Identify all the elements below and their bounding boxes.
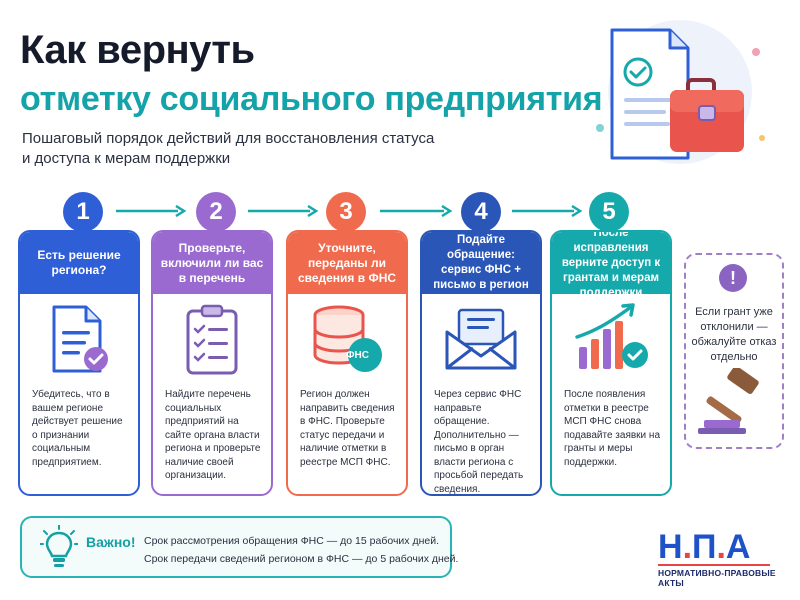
document-check-icon	[52, 305, 108, 373]
briefcase-icon	[670, 78, 744, 152]
step-number-4: 4	[461, 192, 501, 232]
step-card-4: Подайте обращение: сервис ФНС + письмо в…	[420, 230, 542, 496]
logo-letter: А	[725, 528, 751, 566]
step-card-title: Есть решение региона?	[20, 232, 138, 294]
step-card-text: Регион должен направить сведения в ФНС. …	[300, 389, 395, 468]
step-card-title: Подайте обращение: сервис ФНС + письмо в…	[422, 232, 540, 294]
step-number-2: 2	[196, 192, 236, 232]
important-notice	[20, 516, 452, 578]
growth-chart-icon	[575, 303, 648, 369]
logo-letter: П	[692, 528, 717, 566]
npa-logo: Н . П . А НОРМАТИВНО-ПРАВОВЫЕ АКТЫ	[658, 530, 776, 588]
database-icon	[313, 305, 382, 372]
step-number-1: 1	[63, 192, 103, 232]
envelope-letter-icon	[445, 308, 517, 370]
notice-line-1: Срок рассмотрения обращения ФНС — до 15 …	[144, 535, 440, 547]
page-title: Как вернуть	[20, 28, 255, 72]
step-card-text: Найдите перечень социальных предприятий …	[165, 389, 261, 481]
step-card-5: После исправления верните доступ к грант…	[550, 230, 672, 496]
step-card-3: Уточните, переданы ли сведения в ФНС ФНС…	[286, 230, 408, 496]
lightbulb-icon	[40, 525, 78, 567]
document-briefcase-illustration	[596, 20, 765, 164]
step-card-text: Через сервис ФНС направьте обращение. До…	[434, 389, 524, 495]
logo-caption: НОРМАТИВНО-ПРАВОВЫЕ АКТЫ	[658, 568, 776, 588]
arrow-right-icon	[116, 205, 187, 217]
step-number-5: 5	[589, 192, 629, 232]
clipboard-checklist-icon	[186, 304, 238, 375]
side-note-card	[684, 253, 784, 449]
fns-badge: ФНС	[346, 350, 369, 361]
arrow-right-icon	[512, 205, 583, 217]
logo-underline	[658, 564, 770, 566]
side-note-text: Если грант уже отклонили — обжалуйте отк…	[691, 306, 777, 363]
step-card-title: Проверьте, включили ли вас в перечень	[153, 232, 271, 294]
arrow-right-icon	[380, 205, 453, 217]
gavel-icon	[698, 368, 759, 434]
notice-title: Важно!	[86, 534, 136, 550]
document-icon	[610, 28, 690, 160]
arrow-right-icon	[248, 205, 319, 217]
step-card-text: После появления отметки в реестре МСП ФН…	[564, 389, 661, 468]
step-number-3: 3	[326, 192, 366, 232]
step-card-text: Убедитесь, что в вашем регионе действует…	[32, 389, 123, 468]
step-card-title: Уточните, переданы ли сведения в ФНС	[288, 232, 406, 294]
page-subtitle: Пошаговый порядок действий для восстанов…	[22, 130, 435, 167]
step-card-2: Проверьте, включили ли вас в перечень На…	[151, 230, 273, 496]
page-title-accent: отметку социального предприятия	[20, 80, 603, 118]
step-card-title: После исправления верните доступ к грант…	[552, 232, 670, 299]
logo-letter: .	[682, 528, 693, 566]
step-card-1: Есть решение региона? Убедитесь, что в в…	[18, 230, 140, 496]
logo-letter: Н	[658, 528, 683, 566]
logo-letter: .	[716, 528, 726, 566]
exclamation-icon: !	[719, 264, 747, 292]
notice-line-2: Срок передачи сведений регионом в ФНС — …	[144, 553, 459, 565]
